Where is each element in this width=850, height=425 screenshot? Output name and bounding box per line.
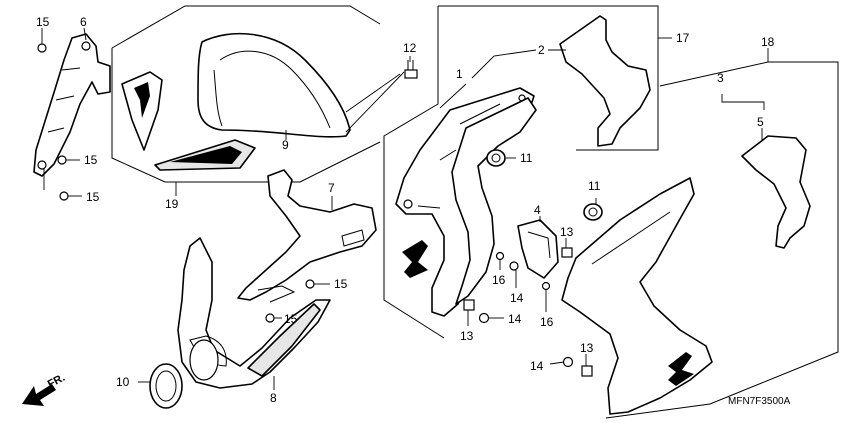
callout-14: 14 [510, 291, 524, 305]
callout-15: 15 [86, 190, 100, 204]
part-11-grommet-b[interactable] [583, 203, 603, 221]
part-11-grommet-a[interactable] [486, 149, 506, 167]
part-13-clip-a[interactable] [561, 247, 573, 258]
leader-lines [41, 27, 769, 390]
part-7-inner-bracket[interactable] [237, 169, 377, 303]
part-5-small-panel[interactable] [741, 135, 811, 249]
callout-11: 11 [520, 151, 533, 165]
callout-3: 3 [717, 71, 724, 85]
callout-17: 17 [676, 31, 690, 45]
callout-19: 19 [165, 197, 179, 211]
callout-15: 15 [334, 277, 348, 291]
group-frame-19 [111, 5, 381, 183]
callout-labels: 15 6 15 15 12 9 19 7 15 15 10 8 1 2 17 1… [36, 15, 775, 405]
part-12-bolt[interactable] [404, 60, 418, 79]
part-9-top-cowl[interactable] [197, 32, 351, 138]
drawing-code: MFN7F3500A [728, 396, 791, 407]
callout-15: 15 [84, 153, 98, 167]
part-14-bolt-a[interactable] [509, 261, 519, 271]
callout-16: 16 [540, 315, 554, 329]
callout-5: 5 [757, 115, 764, 129]
callout-10: 10 [116, 375, 130, 389]
callout-6: 6 [80, 15, 87, 29]
direction-label: FR. [46, 372, 67, 391]
part-14-bolt-c[interactable] [562, 356, 574, 368]
callout-9: 9 [282, 138, 289, 152]
part-15-bolt-d[interactable] [305, 279, 315, 289]
callout-7: 7 [328, 181, 335, 195]
part-15-bolt-a[interactable] [37, 43, 47, 53]
callout-14: 14 [530, 359, 544, 373]
callout-14: 14 [508, 312, 522, 326]
part-19-decals[interactable] [121, 71, 256, 171]
part-13-clip-b[interactable] [463, 299, 475, 311]
callout-12: 12 [403, 41, 417, 55]
part-14-bolt-b[interactable] [478, 312, 490, 324]
callout-4: 4 [534, 203, 541, 217]
callout-8: 8 [270, 391, 277, 405]
callout-2: 2 [538, 43, 545, 57]
part-10-light-ring[interactable] [149, 363, 183, 409]
part-15-bolt-b[interactable] [57, 155, 67, 165]
part-16-screw-a[interactable] [495, 251, 505, 261]
part-13-clip-c[interactable] [581, 365, 593, 377]
callout-13: 13 [580, 341, 594, 355]
callout-18: 18 [761, 35, 775, 49]
arrow-icon [22, 384, 56, 406]
part-15-bolt-e[interactable] [265, 313, 275, 323]
part-8-lower-cowl[interactable] [177, 237, 331, 389]
part-4-small-cover[interactable] [517, 219, 559, 279]
part-2-cowl-panel[interactable] [451, 97, 537, 305]
group-frame-17 [383, 5, 659, 339]
callout-16: 16 [492, 273, 506, 287]
part-6-bracket[interactable] [33, 33, 111, 177]
callout-11: 11 [588, 179, 601, 193]
part-17-side-panel[interactable] [559, 15, 651, 147]
callout-15: 15 [36, 15, 50, 29]
part-15-bolt-c[interactable] [59, 191, 69, 201]
callout-15: 15 [284, 312, 298, 326]
callout-1: 1 [456, 67, 463, 81]
part-16-screw-b[interactable] [541, 281, 551, 291]
callout-13: 13 [560, 225, 574, 239]
group-frame-18 [576, 61, 839, 419]
callout-13: 13 [460, 329, 474, 343]
front-direction-arrow: FR. [22, 372, 67, 406]
part-3-lower-side-cowl[interactable] [561, 177, 713, 415]
